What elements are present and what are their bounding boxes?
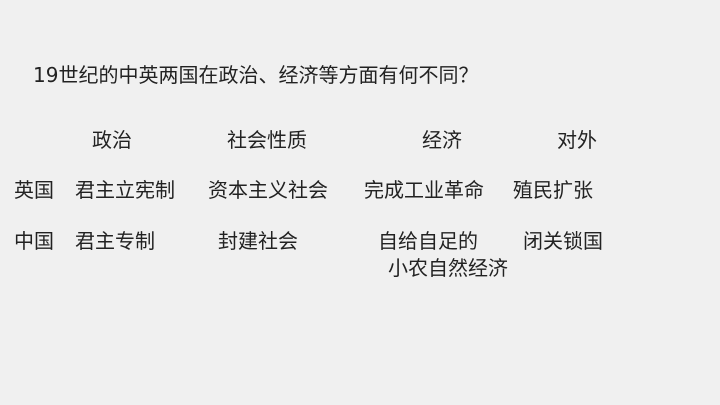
britain-politics: 君主立宪制 bbox=[75, 178, 175, 202]
china-society: 封建社会 bbox=[218, 229, 298, 253]
china-economy-line2: 小农自然经济 bbox=[388, 256, 508, 280]
header-politics: 政治 bbox=[92, 128, 132, 152]
china-politics: 君主专制 bbox=[75, 229, 155, 253]
header-economy: 经济 bbox=[422, 128, 462, 152]
china-economy: 自给自足的 bbox=[378, 229, 478, 253]
row-label-britain: 英国 bbox=[14, 178, 54, 202]
britain-society: 资本主义社会 bbox=[208, 178, 328, 202]
row-label-china: 中国 bbox=[14, 229, 54, 253]
britain-foreign: 殖民扩张 bbox=[513, 178, 593, 202]
header-society: 社会性质 bbox=[227, 128, 307, 152]
header-foreign: 对外 bbox=[557, 128, 597, 152]
china-foreign: 闭关锁国 bbox=[523, 229, 603, 253]
slide-title: 19世纪的中英两国在政治、经济等方面有何不同？ bbox=[33, 63, 479, 87]
britain-economy: 完成工业革命 bbox=[364, 178, 484, 202]
